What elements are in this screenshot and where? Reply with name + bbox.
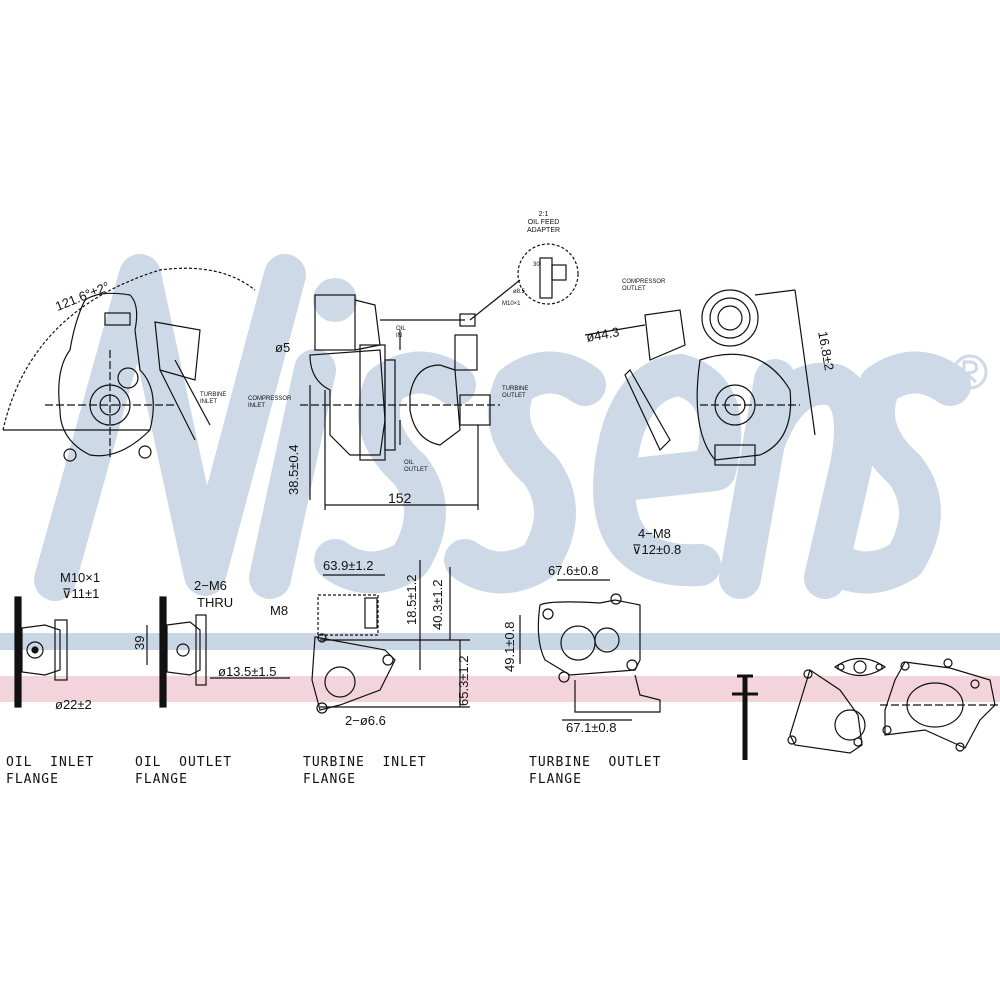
- dim-oil-outlet-bolts: 2−M6: [194, 578, 227, 593]
- dim-turbine-outlet-h: 49.1±0.8: [502, 621, 517, 672]
- dim-turbine-inlet-holes: 2−ø6.6: [345, 713, 386, 728]
- dim-oil-outlet-spacing: 39: [132, 635, 147, 650]
- watermark-blue-band: [0, 633, 1000, 650]
- dim-turbine-outlet-depth: ⊽12±0.8: [632, 542, 682, 557]
- note-compressor-outlet: COMPRESSOR OUTLET: [622, 279, 666, 292]
- sealant-syringe-icon: [732, 674, 758, 760]
- dim-turbine-inlet-h3: 65.3±1.2: [456, 655, 471, 706]
- dim-oil-feed-thread: M10×1: [502, 301, 521, 307]
- label-turbine-outlet-flange: TURBINE OUTLET FLANGE: [529, 755, 662, 787]
- dim-turbine-inlet-width: 63.9±1.2: [323, 558, 374, 573]
- label-oil-inlet-flange: OIL INLET FLANGE: [6, 755, 95, 787]
- turbine-outlet-flange-drawing: [519, 579, 661, 721]
- rear-view: [584, 289, 816, 466]
- dim-turbine-inlet-thread: M8: [270, 603, 289, 618]
- dim-oil-inlet-depth: ⊽11±1: [62, 586, 100, 601]
- note-compressor-inlet: COMPRESSOR INLET: [248, 396, 292, 409]
- gasket-turbine-inlet: [787, 669, 866, 754]
- dim-turbine-outlet-bolts: 4−M8: [638, 526, 671, 541]
- gasket-oil: [833, 657, 887, 677]
- dim-oil-feed-30: 30: [533, 262, 540, 268]
- oil-feed-adapter-title: 2:1 OIL FEED ADAPTER: [527, 211, 561, 234]
- oil-feed-adapter-detail: [517, 243, 579, 305]
- watermark-pink-band: [0, 676, 1000, 702]
- dim-oil-inlet-thread: M10×1: [60, 570, 101, 585]
- note-oil-in: OIL IN: [396, 326, 406, 339]
- dim-side-dia: ø5: [275, 340, 291, 355]
- dim-oil-inlet-dia: ø22±2: [55, 697, 92, 712]
- dim-side-height: 38.5±0.4: [286, 444, 301, 495]
- note-oil-out: OIL OUTLET: [404, 460, 428, 473]
- label-turbine-inlet-flange: TURBINE INLET FLANGE: [303, 755, 427, 787]
- turbine-inlet-flange-drawing: [311, 560, 470, 714]
- dim-turbine-inlet-h2: 40.3±1.2: [430, 579, 445, 630]
- dim-oil-outlet-thru: THRU: [197, 595, 234, 610]
- registered-mark: [952, 354, 988, 390]
- oil-outlet-flange-drawing: [146, 596, 290, 708]
- front-view: [2, 267, 256, 462]
- dim-turbine-outlet-w1: 67.6±0.8: [548, 563, 599, 578]
- label-oil-outlet-flange: OIL OUTLET FLANGE: [135, 755, 233, 787]
- dim-turbine-outlet-w2: 67.1±0.8: [566, 720, 617, 735]
- note-turbine-outlet: TURBINE OUTLET: [502, 386, 529, 399]
- dim-side-length: 152: [388, 490, 412, 506]
- dim-oil-outlet-dia: ø13.5±1.5: [218, 664, 277, 679]
- side-view: [300, 279, 521, 510]
- dim-turbine-inlet-h1: 18.5±1.2: [404, 574, 419, 625]
- gasket-turbine-outlet: [880, 658, 1000, 752]
- note-turbine-inlet: TURBINE INLET: [200, 392, 227, 405]
- oil-inlet-flange-drawing: [14, 596, 68, 708]
- dim-oil-feed-dia: ø8.5: [513, 289, 526, 295]
